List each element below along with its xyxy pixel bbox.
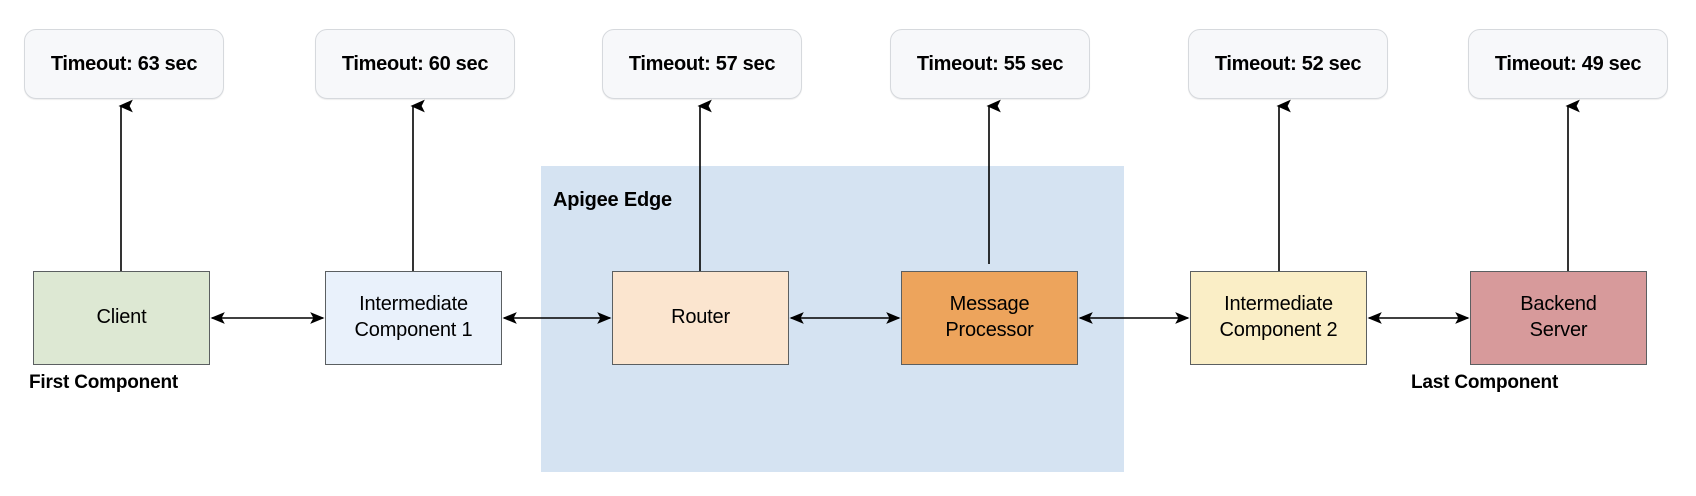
node-backend-server-label-line1: Backend <box>1520 293 1597 316</box>
node-router-label-line1: Router <box>671 306 730 329</box>
timeout-box-backend-server: Timeout: 49 sec <box>1468 29 1668 99</box>
node-intermediate-2[interactable]: Intermediate Component 2 <box>1190 271 1367 365</box>
timeout-box-message-processor: Timeout: 55 sec <box>890 29 1090 99</box>
timeout-box-client: Timeout: 63 sec <box>24 29 224 99</box>
node-message-processor-label-line1: Message <box>949 293 1030 316</box>
node-message-processor-label-line2: Processor <box>945 319 1034 341</box>
apigee-edge-region-label: Apigee Edge <box>553 189 672 211</box>
node-intermediate-1-label-line1: Intermediate <box>359 293 468 316</box>
node-backend-server[interactable]: Backend Server <box>1470 271 1647 365</box>
node-intermediate-1-label-line2: Component 1 <box>354 319 473 341</box>
timeout-box-intermediate-2: Timeout: 52 sec <box>1188 29 1388 99</box>
caption-first-component: First Component <box>29 372 178 393</box>
node-intermediate-2-label-line1: Intermediate <box>1224 293 1333 316</box>
node-intermediate-2-label-line2: Component 2 <box>1219 319 1338 341</box>
node-router[interactable]: Router <box>612 271 789 365</box>
node-message-processor[interactable]: Message Processor <box>901 271 1078 365</box>
timeout-box-intermediate-1: Timeout: 60 sec <box>315 29 515 99</box>
node-client-label-line1: Client <box>96 306 147 329</box>
timeout-box-router: Timeout: 57 sec <box>602 29 802 99</box>
node-client[interactable]: Client <box>33 271 210 365</box>
node-backend-server-label-line2: Server <box>1529 319 1588 341</box>
node-intermediate-1[interactable]: Intermediate Component 1 <box>325 271 502 365</box>
caption-last-component: Last Component <box>1411 372 1559 393</box>
